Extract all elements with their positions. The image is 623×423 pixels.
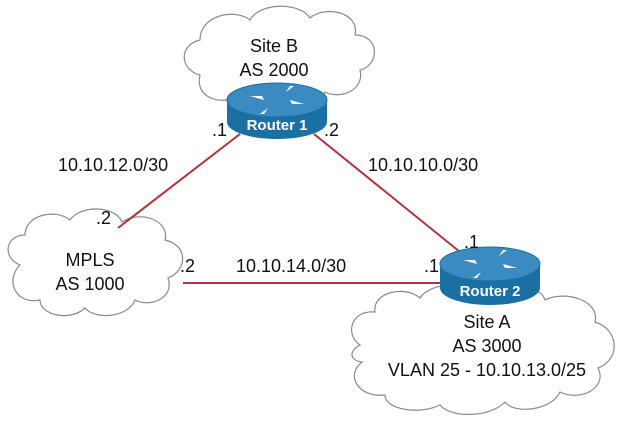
mpls-name: MPLS xyxy=(65,250,114,270)
site-a-name: Site A xyxy=(463,312,510,332)
subnet-mpls-r2: 10.10.14.0/30 xyxy=(236,256,346,276)
router-2-label: Router 2 xyxy=(460,283,521,300)
subnet-r1-r2: 10.10.10.0/30 xyxy=(368,155,478,175)
router-arrows-icon xyxy=(250,86,304,114)
link-r1-mpls xyxy=(117,133,241,229)
site-b-name: Site B xyxy=(250,36,298,56)
mpls-as: AS 1000 xyxy=(55,274,124,294)
router-1-label: Router 1 xyxy=(247,117,308,134)
if-r1-r2: .2 xyxy=(324,120,339,140)
if-mpls-r1: .2 xyxy=(96,208,111,228)
site-b-as: AS 2000 xyxy=(239,60,308,80)
if-r2-mpls: .1 xyxy=(424,256,439,276)
router-1[interactable]: Router 1 xyxy=(226,82,328,139)
router-top xyxy=(439,246,541,282)
router-top xyxy=(226,82,328,118)
if-r1-mpls: .1 xyxy=(212,120,227,140)
site-a-as: AS 3000 xyxy=(452,336,521,356)
if-mpls-r2: .2 xyxy=(180,256,195,276)
link-r1-r2 xyxy=(313,133,461,253)
if-r2-r1: .1 xyxy=(464,232,479,252)
site-a-vlan: VLAN 25 - 10.10.13.0/25 xyxy=(388,360,586,380)
subnet-r1-mpls: 10.10.12.0/30 xyxy=(58,155,168,175)
router-2[interactable]: Router 2 xyxy=(439,246,541,305)
cloud-mpls xyxy=(7,208,184,317)
router-arrows-icon xyxy=(463,250,517,278)
cloud-site-a xyxy=(351,284,615,415)
